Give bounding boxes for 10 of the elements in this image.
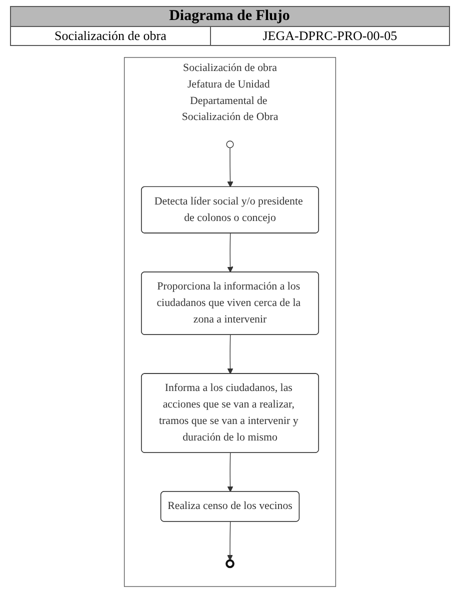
node-circle xyxy=(225,559,234,568)
arrow xyxy=(226,521,232,561)
arrow xyxy=(226,334,233,374)
arrow xyxy=(226,452,233,492)
node-circle xyxy=(226,140,234,148)
arrow xyxy=(226,147,233,188)
arrow xyxy=(226,233,233,272)
table-cell: JEGA-DPRC-PRO-00-05 xyxy=(210,26,449,46)
table-cell: Socialización de obra xyxy=(10,26,211,46)
title: Diagrama de Flujo xyxy=(169,8,290,24)
